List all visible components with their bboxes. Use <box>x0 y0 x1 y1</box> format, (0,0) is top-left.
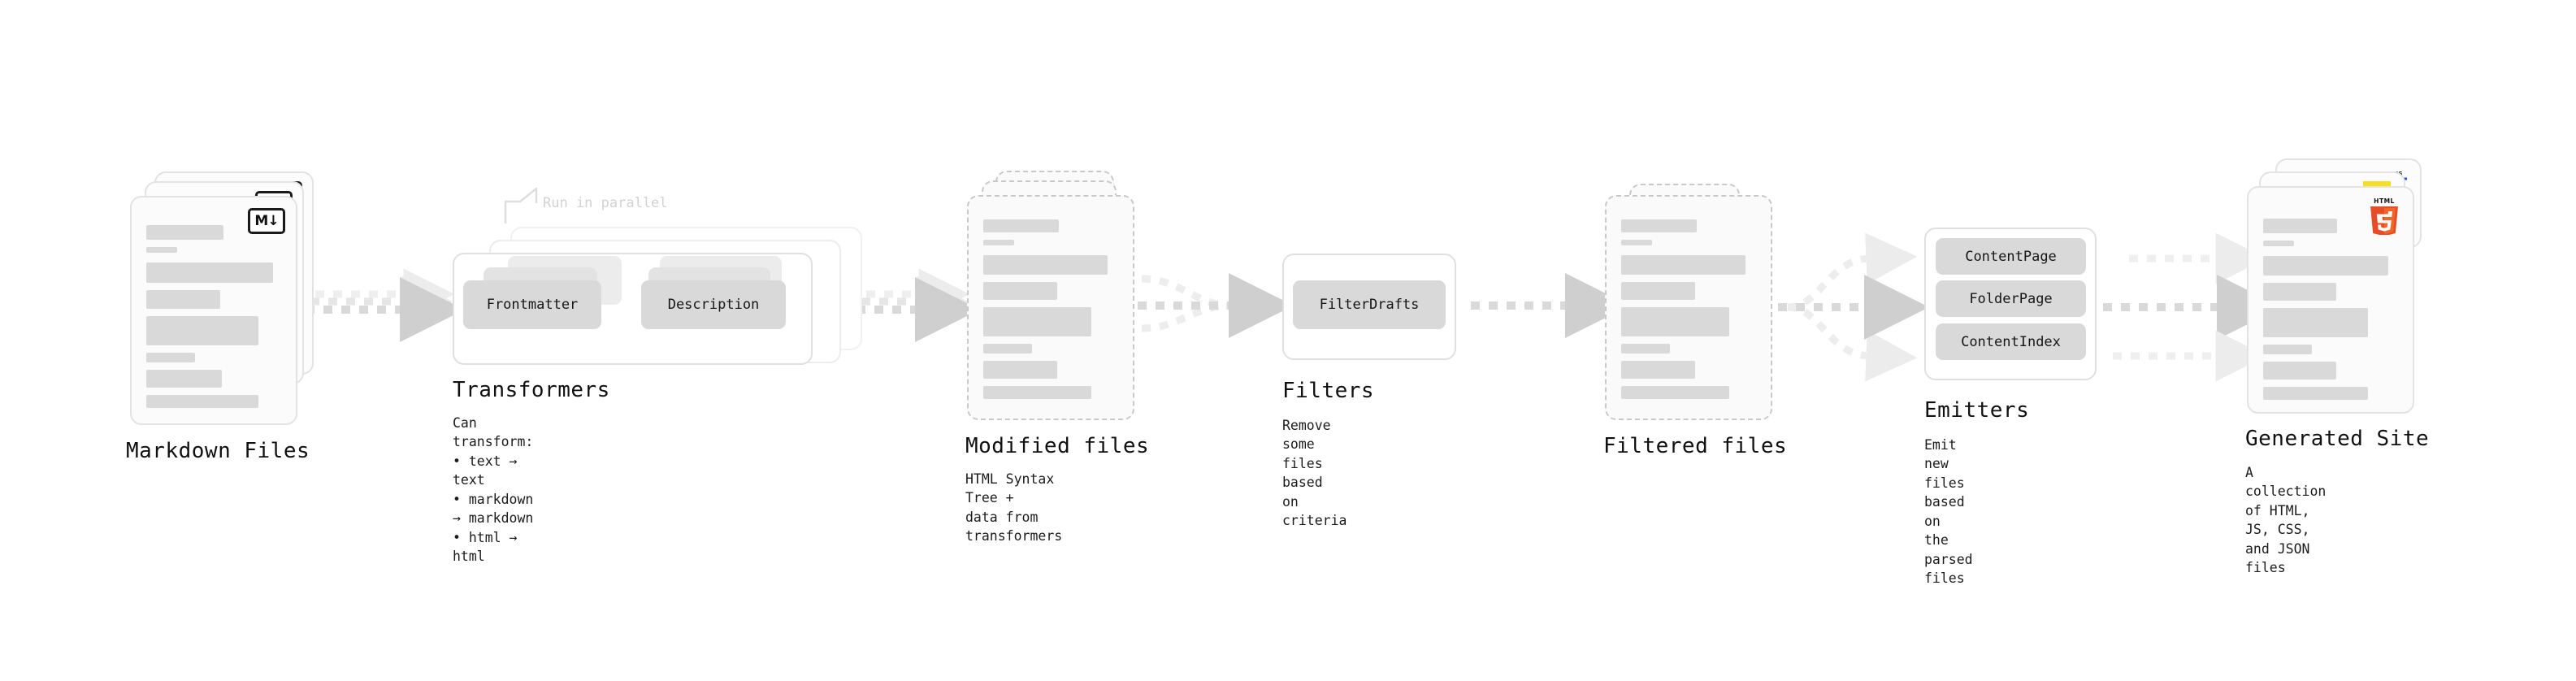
markdown-placeholder-lines <box>146 225 281 415</box>
filtered-card-front[interactable] <box>1605 195 1772 420</box>
transformers-title: Transformers <box>453 378 610 402</box>
contentpage-chip[interactable]: ContentPage <box>1936 238 2086 275</box>
site-card-front[interactable]: HTML <box>2247 186 2414 414</box>
filters-title: Filters <box>1282 379 1375 403</box>
modified-card-front[interactable] <box>967 195 1134 420</box>
connector-markdown-to-transformers <box>306 268 465 342</box>
contentindex-chip[interactable]: ContentIndex <box>1936 323 2086 360</box>
markdown-files-title: Markdown Files <box>126 439 310 463</box>
generated-site-title: Generated Site <box>2245 427 2430 451</box>
filtered-placeholder-lines <box>1621 219 1756 406</box>
emitters-title: Emitters <box>1924 398 2030 423</box>
markdown-badge: M↓ <box>248 208 285 234</box>
emitters-caption: Emit new files based on the parsed files <box>1924 437 1973 586</box>
generated-site-caption: A collection of HTML, JS, CSS, and JSON … <box>2245 465 2327 576</box>
svg-text:HTML: HTML <box>2374 197 2395 205</box>
modified-files-title: Modified files <box>965 434 1150 458</box>
description-chip[interactable]: Description <box>641 280 786 329</box>
markdown-card-front[interactable]: M↓ <box>130 196 297 425</box>
folderpage-chip[interactable]: FolderPage <box>1936 280 2086 317</box>
connector-filtered-to-emitters <box>1778 232 1929 382</box>
run-in-parallel-note: Run in parallel <box>543 195 668 211</box>
run-in-parallel-bracket <box>504 187 538 223</box>
site-placeholder-lines <box>2263 219 2398 407</box>
modified-placeholder-lines <box>983 219 1118 406</box>
connector-modified-to-filters <box>1138 273 1294 338</box>
filtered-files-title: Filtered files <box>1603 434 1788 458</box>
modified-files-caption: HTML Syntax Tree + data from transformer… <box>965 471 1063 544</box>
html5-icon: HTML <box>2367 196 2401 236</box>
frontmatter-chip[interactable]: Frontmatter <box>463 280 601 329</box>
transformers-caption: Can transform: • text → text • markdown … <box>453 415 534 564</box>
connector-emitters-to-site <box>2103 232 2282 382</box>
filters-caption: Remove some files based on criteria <box>1282 418 1347 529</box>
filterdrafts-chip[interactable]: FilterDrafts <box>1293 280 1446 329</box>
